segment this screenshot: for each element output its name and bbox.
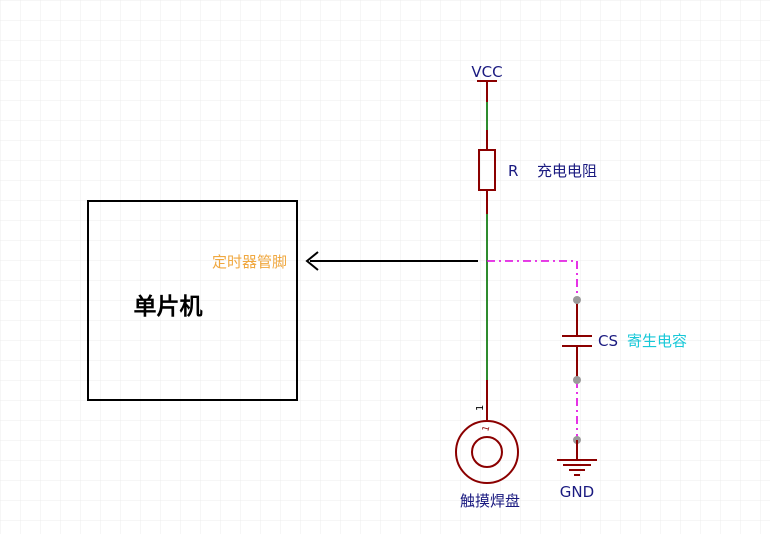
gnd-symbol[interactable]: [557, 440, 597, 476]
resistor-ref-label: R: [508, 162, 518, 180]
signal-arrow: [305, 251, 478, 271]
pad-pin-number-label: 1: [481, 425, 492, 433]
pin-number-label: 1: [475, 405, 486, 411]
capacitor-desc-label: 寄生电容: [627, 332, 687, 350]
vcc-symbol[interactable]: VCC: [471, 63, 503, 102]
timer-pin-label: 定时器管脚: [212, 253, 287, 271]
touch-pad[interactable]: [455, 420, 519, 484]
resistor-desc-label: 充电电阻: [537, 162, 597, 180]
capacitor-ref-label: CS: [598, 332, 618, 350]
mcu-box[interactable]: [87, 200, 298, 401]
capacitor-cs[interactable]: [562, 300, 592, 380]
mcu-label: 单片机: [134, 294, 203, 320]
node-dot: [573, 376, 581, 384]
touch-pad-label: 触摸焊盘: [460, 492, 520, 510]
node-dot: [573, 296, 581, 304]
vcc-label: VCC: [471, 63, 502, 81]
resistor-r[interactable]: [478, 130, 496, 214]
gnd-label: GND: [560, 483, 594, 501]
